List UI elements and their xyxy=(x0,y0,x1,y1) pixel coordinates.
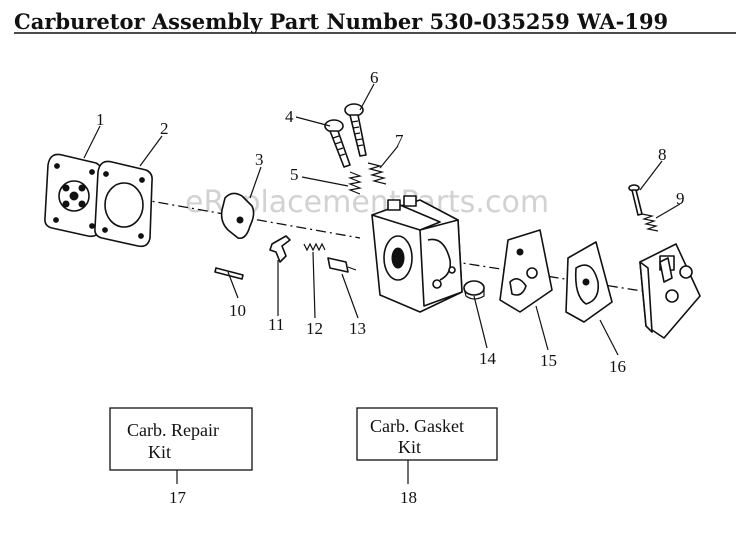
callout-17: 17 xyxy=(169,488,187,507)
callout-5: 5 xyxy=(290,165,299,184)
part-6-screw xyxy=(344,103,367,157)
callout-15: 15 xyxy=(540,351,557,370)
callout-12: 12 xyxy=(306,319,323,338)
repair-kit-box: Carb. Repair Kit xyxy=(109,407,253,471)
callout-16: 16 xyxy=(609,357,626,376)
part-5-spring xyxy=(347,171,363,195)
repair-kit-line1: Carb. Repair xyxy=(127,420,219,440)
part-1-gasket xyxy=(44,153,103,238)
gasket-kit-line1: Carb. Gasket xyxy=(370,416,464,436)
callout-10: 10 xyxy=(229,301,246,320)
repair-kit-line2: Kit xyxy=(148,442,171,462)
cover-plate xyxy=(639,243,701,339)
part-12-spring xyxy=(303,242,326,252)
gasket-kit-line2: Kit xyxy=(398,437,421,457)
callout-6: 6 xyxy=(370,68,379,87)
callout-4: 4 xyxy=(285,107,294,126)
part-16-gasket xyxy=(565,241,613,323)
part-3-plate xyxy=(220,192,255,240)
callout-8: 8 xyxy=(658,145,667,164)
callout-7: 7 xyxy=(395,131,404,150)
gasket-kit-box: Carb. Gasket Kit xyxy=(356,407,498,461)
part-13-needle xyxy=(327,257,357,273)
diagram-title: Carburetor Assembly Part Number 530-0352… xyxy=(14,9,668,34)
callout-2: 2 xyxy=(160,119,169,138)
callout-1: 1 xyxy=(96,110,105,129)
part-14-plug xyxy=(463,280,485,300)
leader-lines xyxy=(83,83,681,484)
part-11-lever xyxy=(269,235,291,263)
callout-11: 11 xyxy=(268,315,284,334)
part-2-gasket xyxy=(94,160,153,248)
carburetor-body xyxy=(371,195,463,313)
part-15-diaphragm xyxy=(499,229,553,313)
part-8-screw xyxy=(628,184,643,216)
callout-18: 18 xyxy=(400,488,417,507)
callout-3: 3 xyxy=(255,150,264,169)
callout-14: 14 xyxy=(479,349,497,368)
part-7-spring xyxy=(367,162,387,185)
part-9-spring xyxy=(641,213,659,232)
callout-9: 9 xyxy=(676,189,685,208)
callout-13: 13 xyxy=(349,319,366,338)
part-4-screw xyxy=(324,119,351,168)
